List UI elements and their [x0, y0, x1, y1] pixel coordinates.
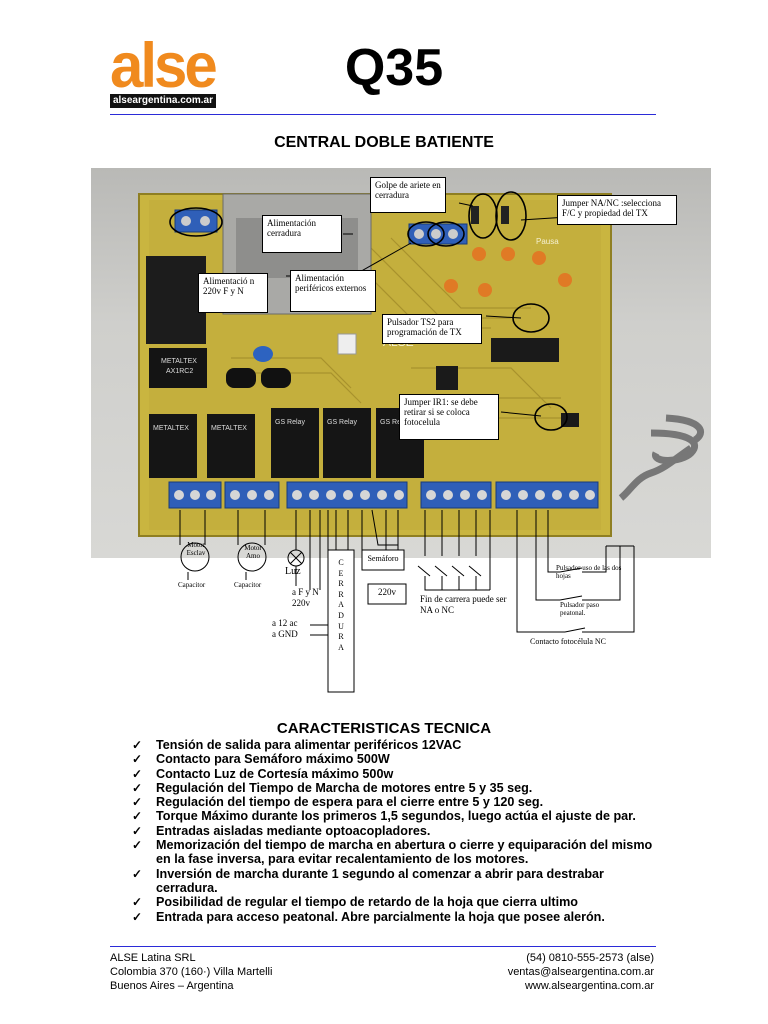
callout-pulsador-ts2: Pulsador TS2 para programación de TX — [382, 314, 482, 344]
metaltex-label: METALTEX — [161, 358, 197, 365]
semaforo-220-box — [367, 583, 407, 605]
v220-label-a: 220v — [292, 598, 310, 608]
wiring-diagram — [179, 509, 635, 693]
check-icon: ✓ — [132, 780, 143, 795]
company-phone: (54) 0810-555-2573 (alse) — [526, 952, 654, 964]
pulsador-peatonal-label: Pulsador paso peatonal. — [560, 601, 600, 617]
afyn-label: a F y N — [292, 587, 319, 597]
company-city: Buenos Aires – Argentina — [110, 980, 234, 992]
feature-item: ✓ Posibilidad de regular el tiempo de ret… — [132, 895, 662, 909]
check-icon: ✓ — [132, 752, 143, 767]
feature-item: ✓ Entrada para acceso peatonal. Abre parc… — [132, 910, 662, 924]
features-title: CARACTERISTICAS TECNICA — [276, 720, 492, 737]
company-address: Colombia 370 (160·) Villa Martelli — [110, 966, 273, 978]
feature-text: Contacto Luz de Cortesía máximo 500w — [156, 766, 394, 781]
feature-item: ✓ Regulación del tiempo de espera para el… — [132, 795, 662, 809]
feature-text: Contacto para Semáforo máximo 500W — [156, 752, 390, 767]
check-icon: ✓ — [132, 823, 143, 838]
power-relay — [146, 256, 206, 344]
feature-item: ✓ Tensión de salida para alimentar perifé… — [132, 738, 662, 752]
feature-text: Regulación del tiempo de espera para el … — [156, 795, 544, 810]
callout-alim-cerradura: Alimentación cerradura — [262, 215, 342, 253]
blue-capacitor — [253, 346, 273, 362]
feature-item: ✓ Regulación del Tiempo de Marcha de moto… — [132, 781, 662, 795]
callout-alim-220: Alimentació n 220v F y N — [198, 273, 268, 313]
features-list: ✓ Tensión de salida para alimentar perifé… — [132, 738, 662, 924]
callout-jumper-ir1: Jumper IR1: se debe retirar si se coloca… — [399, 394, 499, 440]
feature-item: ✓ Inversión de marcha durante 1 segundo a… — [132, 867, 662, 896]
relay-5-label: GS Relay — [380, 419, 410, 426]
small-relay — [149, 348, 207, 388]
fin-carrera-label: Fin de carrera puede ser NA o NC — [420, 594, 507, 615]
relay-3-label: GS Relay — [275, 419, 305, 426]
pulsador-hojas-label: Pulsador uso de las dos hojas — [556, 564, 622, 580]
header-rule — [110, 114, 656, 115]
v220-label-b: 220v — [378, 587, 396, 597]
capacitor-1-label: Capacitor — [178, 581, 206, 589]
check-icon: ✓ — [132, 895, 143, 910]
a12ac-label: a 12 ac — [272, 618, 298, 628]
page-subtitle: CENTRAL DOBLE BATIENTE — [274, 134, 494, 151]
capacitor-2-label: Capacitor — [234, 581, 262, 589]
company-email[interactable]: ventas@alseargentina.com.ar — [507, 966, 654, 978]
agnd-label: a GND — [272, 629, 298, 639]
semaforo-label: Semáforo — [367, 554, 399, 563]
motor-esclavo-label: Motor Esclav — [186, 541, 206, 557]
company-web[interactable]: www.alseargentina.com.ar — [524, 980, 654, 992]
terminal-220v — [174, 209, 218, 233]
feature-item: ✓ Contacto para Semáforo máximo 500W — [132, 752, 662, 766]
check-icon: ✓ — [132, 866, 143, 881]
board-illustration: METALTEX AX1RC2 ALSE Pausa METAL — [138, 191, 704, 537]
feature-text: Entradas aisladas mediante optoacoplador… — [156, 823, 431, 838]
check-icon: ✓ — [132, 909, 143, 924]
relay-4-label: GS Relay — [327, 419, 357, 426]
feature-item: ✓ Memorización del tiempo de marcha en ab… — [132, 838, 662, 867]
model-title: Q35 — [344, 39, 444, 97]
check-icon: ✓ — [132, 795, 143, 810]
relay-1-label: METALTEX — [153, 425, 189, 432]
callout-jumper-nanc: Jumper NA/NC :selecciona F/C y propiedad… — [557, 195, 677, 225]
feature-text: Tensión de salida para alimentar perifér… — [156, 738, 462, 752]
fotocelula-label: Contacto fotocélula NC — [530, 637, 606, 646]
brand-url: alseargentina.com.ar — [110, 94, 216, 108]
check-icon: ✓ — [132, 838, 143, 853]
luz-label: Luz — [285, 566, 301, 577]
footer-rule — [110, 946, 656, 947]
pausa-label: Pausa — [536, 237, 559, 246]
microcontroller — [491, 338, 559, 362]
cerradura-box — [327, 549, 355, 693]
metaltex-model: AX1RC2 — [166, 368, 193, 375]
feature-item: ✓ Entradas aisladas mediante optoacoplado… — [132, 824, 662, 838]
semaforo-box — [361, 549, 405, 571]
callout-golpe-ariete: Golpe de ariete en cerradura — [370, 177, 446, 213]
check-icon: ✓ — [132, 766, 143, 781]
motor-amo-label: Motor Amo — [244, 544, 262, 560]
relay-2-label: METALTEX — [211, 425, 247, 432]
relay-row: METALTEX METALTEX GS Relay GS Relay GS R… — [149, 408, 424, 478]
feature-item: ✓ Contacto Luz de Cortesía máximo 500w — [132, 767, 662, 781]
brand-logo: alse — [110, 30, 218, 101]
feature-item: ✓ Torque Máximo durante los primeros 1,5 … — [132, 809, 662, 823]
feature-text: Torque Máximo durante los primeros 1,5 s… — [156, 809, 636, 824]
feature-text: Regulación del Tiempo de Marcha de motor… — [156, 780, 533, 795]
footer-right: (54) 0810-555-2573 (alse) ventas@alsearg… — [440, 951, 654, 993]
board-photo: METALTEX AX1RC2 ALSE Pausa METAL — [91, 168, 711, 558]
terminal-strip — [168, 481, 599, 509]
feature-text: Posibilidad de regular el tiempo de reta… — [156, 895, 578, 910]
feature-text: Memorización del tiempo de marcha en abe… — [156, 838, 653, 867]
feature-text: Entrada para acceso peatonal. Abre parci… — [156, 909, 605, 924]
antenna-coil — [618, 414, 704, 501]
check-icon: ✓ — [132, 738, 143, 752]
company-name: ALSE Latina SRL — [110, 952, 196, 964]
callout-alim-perif: Alimentación periféricos externos — [290, 270, 376, 312]
check-icon: ✓ — [132, 809, 143, 824]
cerradura-label: CERRADURA — [338, 558, 344, 652]
feature-text: Inversión de marcha durante 1 segundo al… — [156, 866, 604, 895]
footer-left: ALSE Latina SRL Colombia 370 (160·) Vill… — [110, 951, 272, 993]
